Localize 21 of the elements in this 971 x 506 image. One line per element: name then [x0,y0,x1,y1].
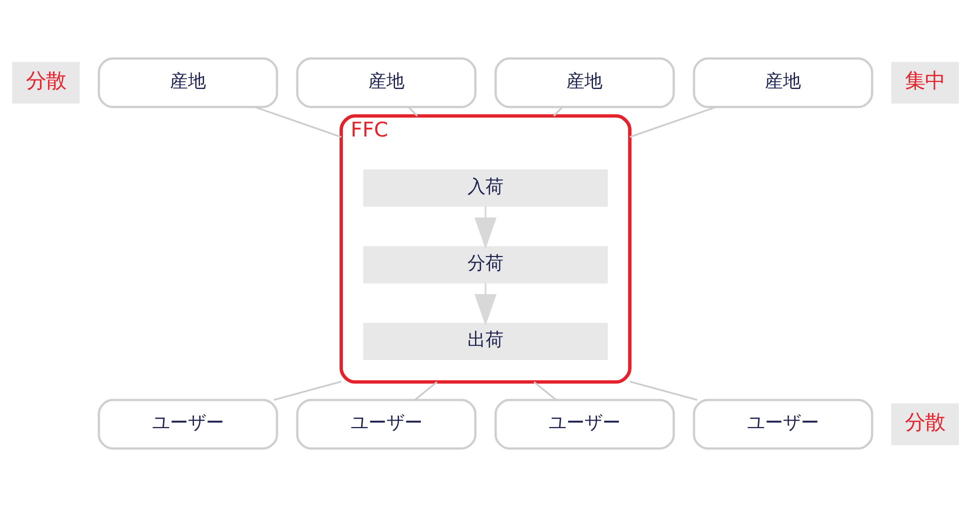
connector [553,106,563,116]
connector [630,380,698,400]
node-box: 入荷 [363,169,608,206]
node-box: 産地 [494,56,675,108]
connector [254,106,342,138]
node-box: 産地 [692,56,874,108]
connector [274,380,342,400]
node-box: ユーザー [98,398,278,450]
arrow [474,206,497,249]
arrow [474,282,497,326]
node-box: ユーザー [296,398,476,450]
node-box: ユーザー [494,398,675,450]
connector [534,380,557,400]
node-box: 出荷 [363,322,608,360]
node-box: 分荷 [363,246,608,283]
connector [408,106,418,116]
connector [414,380,438,400]
node-box: 産地 [98,56,278,108]
node-box: 産地 [296,56,476,108]
node-box: ユーザー [692,398,874,450]
connector [630,106,717,138]
